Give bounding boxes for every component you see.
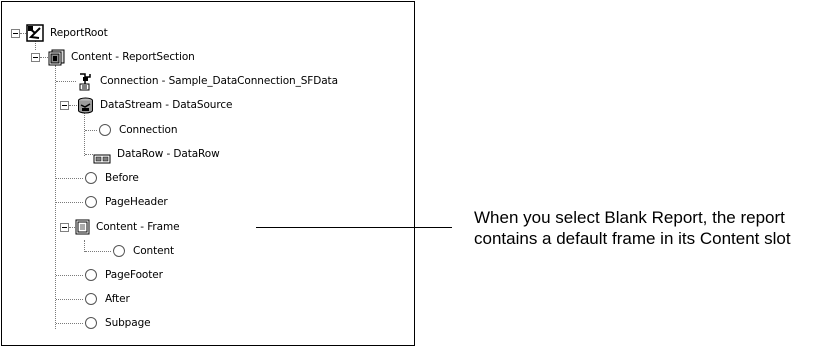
- tree-node-label: Before: [105, 172, 139, 184]
- tree-node-connection-sfdata[interactable]: Connection - Sample_DataConnection_SFDat…: [77, 70, 338, 92]
- connection-icon: [77, 72, 94, 91]
- report-structure-tree: ReportRoot Content - ReportSection Conne…: [1, 1, 415, 346]
- empty-slot-icon: [85, 293, 97, 305]
- tree-connector: [56, 275, 83, 276]
- tree-node-subpage[interactable]: Subpage: [83, 312, 151, 334]
- tree-node-pageheader[interactable]: PageHeader: [83, 191, 168, 213]
- tree-node-label: Content: [133, 245, 175, 257]
- empty-slot-icon: [85, 317, 97, 329]
- tree-node-label: DataRow - DataRow: [117, 148, 220, 160]
- tree-node-datarow[interactable]: DataRow - DataRow: [93, 143, 220, 165]
- tree-node-datastream[interactable]: DataStream - DataSource: [77, 94, 232, 116]
- tree-connector: [56, 81, 76, 82]
- tree-connector: [56, 178, 83, 179]
- callout-text: When you select Blank Report, the report…: [474, 208, 791, 248]
- tree-node-label: Content - Frame: [96, 221, 180, 233]
- empty-slot-icon: [85, 196, 97, 208]
- collapse-toggle-frame[interactable]: [60, 223, 69, 232]
- tree-connector: [84, 112, 85, 156]
- tree-connector: [56, 299, 83, 300]
- tree-node-label: Subpage: [105, 317, 151, 329]
- tree-connector: [35, 38, 36, 50]
- tree-connector: [56, 202, 83, 203]
- tree-connector: [85, 154, 93, 155]
- frame-icon: [75, 219, 90, 235]
- tree-connector: [56, 323, 83, 324]
- empty-slot-icon: [99, 124, 111, 136]
- report-root-icon: [26, 24, 44, 42]
- tree-connector: [20, 33, 26, 34]
- tree-node-label: Connection: [119, 124, 178, 136]
- callout-line: [256, 227, 452, 228]
- collapse-toggle-datastream[interactable]: [60, 101, 69, 110]
- tree-connector: [85, 251, 111, 252]
- tree-node-label: Content - ReportSection: [71, 51, 195, 63]
- collapse-toggle-reportroot[interactable]: [11, 29, 20, 38]
- tree-connector: [84, 240, 85, 252]
- datastream-icon: [77, 97, 94, 114]
- tree-node-label: PageHeader: [105, 196, 168, 208]
- tree-node-label: DataStream - DataSource: [100, 99, 233, 111]
- tree-connector: [40, 57, 48, 58]
- tree-connector: [85, 130, 97, 131]
- tree-node-reportsection[interactable]: Content - ReportSection: [48, 46, 195, 68]
- tree-node-before[interactable]: Before: [83, 167, 139, 189]
- tree-connector: [69, 105, 77, 106]
- tree-node-content-slot[interactable]: Content: [111, 240, 174, 262]
- tree-node-pagefooter[interactable]: PageFooter: [83, 264, 163, 286]
- tree-node-label: Connection - Sample_DataConnection_SFDat…: [100, 75, 338, 87]
- collapse-toggle-reportsection[interactable]: [31, 53, 40, 62]
- empty-slot-icon: [85, 269, 97, 281]
- tree-node-label: After: [105, 293, 130, 305]
- empty-slot-icon: [113, 245, 125, 257]
- tree-node-frame[interactable]: Content - Frame: [75, 216, 180, 238]
- tree-connector: [55, 65, 56, 329]
- tree-connector: [69, 227, 75, 228]
- tree-node-connection-slot[interactable]: Connection: [97, 119, 178, 141]
- tree-node-reportroot[interactable]: ReportRoot: [26, 22, 108, 44]
- report-section-icon: [48, 49, 65, 66]
- datarow-icon: [93, 149, 111, 164]
- tree-node-after[interactable]: After: [83, 288, 130, 310]
- empty-slot-icon: [85, 172, 97, 184]
- tree-node-label: ReportRoot: [50, 27, 108, 39]
- tree-node-label: PageFooter: [105, 269, 163, 281]
